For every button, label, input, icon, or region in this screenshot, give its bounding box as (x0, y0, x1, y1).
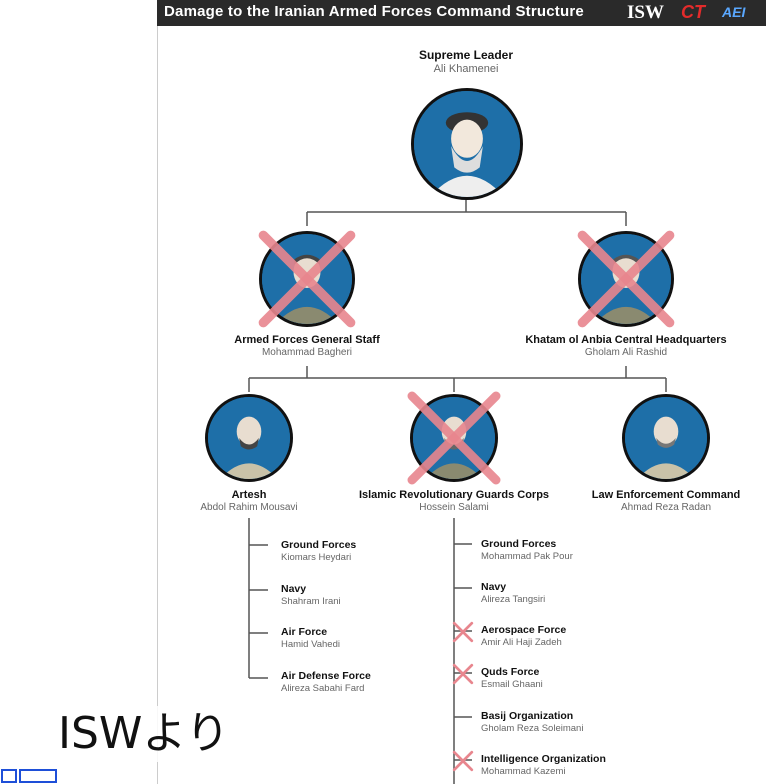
branch-role: Basij Organization (481, 710, 574, 722)
diagram-title: Damage to the Iranian Armed Forces Comma… (164, 3, 584, 20)
law-enforcement-label: Law Enforcement Command Ahmad Reza Radan (592, 489, 741, 513)
branch-role: Navy (481, 581, 507, 593)
artesh-label: Artesh Abdol Rahim Mousavi (200, 489, 297, 513)
irgc-role: Islamic Revolutionary Guards Corps (358, 489, 550, 501)
leader-portrait (411, 88, 523, 200)
leader-role: Supreme Leader (418, 48, 514, 62)
branch-name: Alireza Tangsiri (481, 594, 546, 605)
artesh-name: Abdol Rahim Mousavi (200, 502, 298, 513)
struck-x-mark (452, 750, 474, 772)
branch-role: Ground Forces (281, 539, 357, 551)
struck-x-mark (452, 663, 474, 685)
irgc-branch-aerospace: Aerospace Force Amir Ali Haji Zadeh (481, 624, 566, 648)
artesh-portrait (205, 394, 293, 482)
branch-name: Kiomars Heydari (281, 552, 352, 563)
left-gutter (0, 0, 157, 784)
general-staff-label: Armed Forces General Staff Mohammad Bagh… (234, 334, 380, 358)
irgc-name: Hossein Salami (419, 502, 489, 513)
artesh-branch-ground: Ground Forces Kiomars Heydari (281, 539, 356, 563)
ct-logo: CT (681, 2, 705, 22)
khatam-role: Khatam ol Anbia Central Headquarters (525, 334, 727, 346)
branch-role: Air Defense Force (281, 670, 371, 682)
branch-name: Mohammad Kazemi (481, 766, 566, 777)
struck-x-mark (577, 230, 675, 328)
source-caption: ISWより (54, 706, 234, 762)
irgc-branch-quds: Quds Force Esmail Ghaani (481, 666, 543, 690)
general-staff-name: Mohammad Bagheri (261, 347, 353, 358)
irgc-branch-navy: Navy Alireza Tangsiri (481, 581, 545, 605)
isw-logo: ISW (627, 2, 664, 23)
branch-name: Mohammad Pak Pour (481, 551, 573, 562)
general-staff-role: Armed Forces General Staff (234, 334, 380, 346)
khatam-name: Gholam Ali Rashid (584, 347, 668, 358)
law-enforcement-role: Law Enforcement Command (591, 489, 741, 501)
branch-role: Intelligence Organization (481, 753, 606, 765)
branch-role: Navy (281, 583, 307, 595)
leader-label: Supreme Leader Ali Khamenei (419, 48, 513, 75)
branch-name: Hamid Vahedi (281, 639, 340, 650)
branch-role: Aerospace Force (481, 624, 567, 636)
branch-name: Shahram Irani (281, 596, 341, 607)
irgc-label: Islamic Revolutionary Guards Corps Hosse… (359, 489, 549, 513)
window-icon (1, 769, 57, 783)
irgc-branch-ground: Ground Forces Mohammad Pak Pour (481, 538, 573, 562)
branch-role: Quds Force (481, 666, 540, 678)
artesh-branch-air-force: Air Force Hamid Vahedi (281, 626, 340, 650)
artesh-branch-navy: Navy Shahram Irani (281, 583, 341, 607)
branch-role: Ground Forces (481, 538, 557, 550)
law-enforcement-portrait (622, 394, 710, 482)
branch-name: Esmail Ghaani (481, 679, 543, 690)
branch-name: Gholam Reza Soleimani (481, 723, 584, 734)
aei-logo: AEI (722, 4, 746, 20)
struck-x-mark (452, 621, 474, 643)
artesh-role: Artesh (231, 489, 267, 501)
person-icon (414, 91, 520, 197)
person-icon (208, 397, 290, 479)
title-bar: Damage to the Iranian Armed Forces Comma… (157, 0, 766, 26)
artesh-branch-air-defense: Air Defense Force Alireza Sabahi Fard (281, 670, 371, 694)
law-enforcement-name: Ahmad Reza Radan (620, 502, 712, 513)
irgc-branch-basij: Basij Organization Gholam Reza Soleimani (481, 710, 583, 734)
branch-role: Air Force (281, 626, 328, 638)
irgc-branch-intelligence: Intelligence Organization Mohammad Kazem… (481, 753, 606, 777)
khatam-label: Khatam ol Anbia Central Headquarters Gho… (525, 334, 726, 358)
leader-name: Ali Khamenei (433, 63, 499, 75)
branch-name: Amir Ali Haji Zadeh (481, 637, 562, 648)
struck-x-mark (258, 230, 356, 328)
person-icon (625, 397, 707, 479)
branch-name: Alireza Sabahi Fard (281, 683, 365, 694)
struck-x-mark (407, 391, 501, 485)
